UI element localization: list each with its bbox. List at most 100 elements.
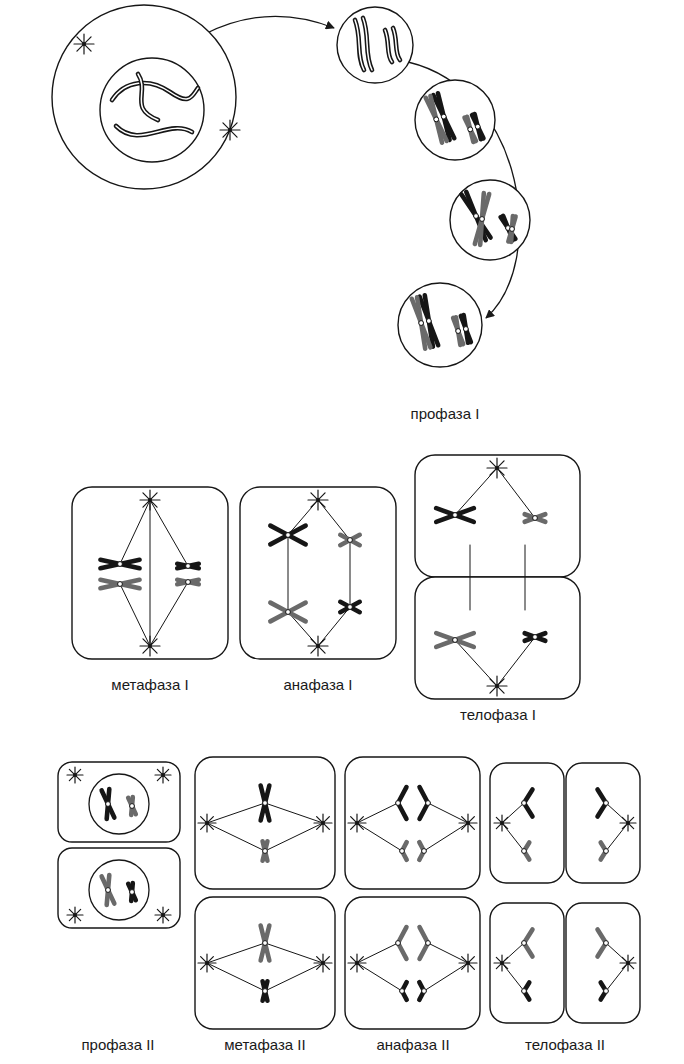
meiosis-part [288,612,306,621]
meiosis-part [490,763,564,883]
meiosis-part [100,584,120,588]
meiosis-part [58,762,180,842]
meiosis-part [337,7,413,83]
meiosis-part [424,963,468,991]
meiosis-part [396,801,401,806]
meiosis-part [228,128,232,132]
meiosis-part [100,58,204,162]
meiosis-part [318,607,350,646]
meiosis-part [150,582,188,646]
meiosis-part [468,127,473,132]
meiosis-part [52,5,530,367]
meiosis-part [120,580,140,584]
meiosis-part [436,640,455,647]
meiosis-part [426,98,437,120]
meiosis-part [461,194,476,216]
meiosis-part [606,803,628,823]
meiosis-part [120,584,150,646]
meiosis-part [270,526,288,535]
meiosis-part [604,801,609,806]
meiosis-part [400,849,405,854]
stage-label: телофаза I [458,706,538,724]
meiosis-part [502,963,524,991]
meiosis-part [270,612,288,621]
meiosis-part [112,83,198,100]
meiosis-part [606,963,628,991]
stage-label: метафаза I [109,676,190,694]
meiosis-part [130,890,135,895]
meiosis-part [415,80,495,160]
meiosis-part [422,989,427,994]
meiosis-part [453,638,458,643]
meiosis-part [265,823,323,851]
meiosis-part [89,774,149,834]
stage-label: метафаза II [222,1036,307,1054]
meiosis-part [72,487,228,659]
meiosis-part [424,823,468,851]
meiosis-part [455,640,497,686]
meiosis-part [393,28,400,60]
meiosis-part [355,20,364,70]
meiosis-part [207,943,265,963]
meiosis-part [522,989,527,994]
meiosis-part [363,18,372,70]
meiosis-part [263,849,268,854]
stage-label: анафаза I [281,676,354,694]
meiosis-part [434,117,439,122]
meiosis-part [69,769,80,780]
meiosis-part [474,214,479,219]
meiosis-part [345,897,480,1029]
meiosis-part [426,801,431,806]
meiosis-part [463,327,468,332]
meiosis-part [240,487,396,659]
meiosis-part [385,30,392,62]
meiosis-part [419,321,424,326]
meiosis-part [350,540,351,607]
meiosis-part [490,763,640,883]
meiosis-part [161,913,165,917]
meiosis-part [400,989,405,994]
meiosis-part [525,545,526,610]
meiosis-part [475,124,480,129]
meiosis-part [357,943,398,963]
meiosis-part [240,487,396,659]
stage-label: профаза II [79,1036,156,1054]
meiosis-part [355,20,364,70]
meiosis-part [89,860,149,920]
meiosis-part [130,804,135,809]
meiosis-part [415,577,580,699]
meiosis-part [363,18,372,70]
meiosis-part [604,849,609,854]
meiosis-part [69,909,80,920]
meiosis-part [288,535,289,612]
meiosis-part [422,849,427,854]
meiosis-part [120,560,140,564]
meiosis-part [412,299,421,323]
meiosis-part [606,943,628,963]
meiosis-part [533,635,538,640]
meiosis-part [480,219,482,245]
meiosis-part [428,803,468,823]
meiosis-part [52,5,236,189]
meiosis-part [345,897,480,1029]
stage-label: анафаза II [374,1036,451,1054]
meiosis-part [270,603,288,612]
meiosis-part [138,74,158,120]
meiosis-part [112,83,198,100]
meiosis-part [195,757,335,889]
meiosis-part [73,773,77,777]
meiosis-part [286,610,291,615]
meiosis-part [522,849,527,854]
meiosis-part [318,500,350,540]
meiosis-part [497,637,535,686]
meiosis-part [118,562,123,567]
meiosis-part [398,283,482,367]
meiosis-part [150,500,151,646]
meiosis-part [475,219,482,244]
meiosis-part [270,535,288,544]
meiosis-part [415,455,580,699]
meiosis-part [58,762,180,928]
meiosis-part [288,603,306,612]
meiosis-part [207,803,265,823]
